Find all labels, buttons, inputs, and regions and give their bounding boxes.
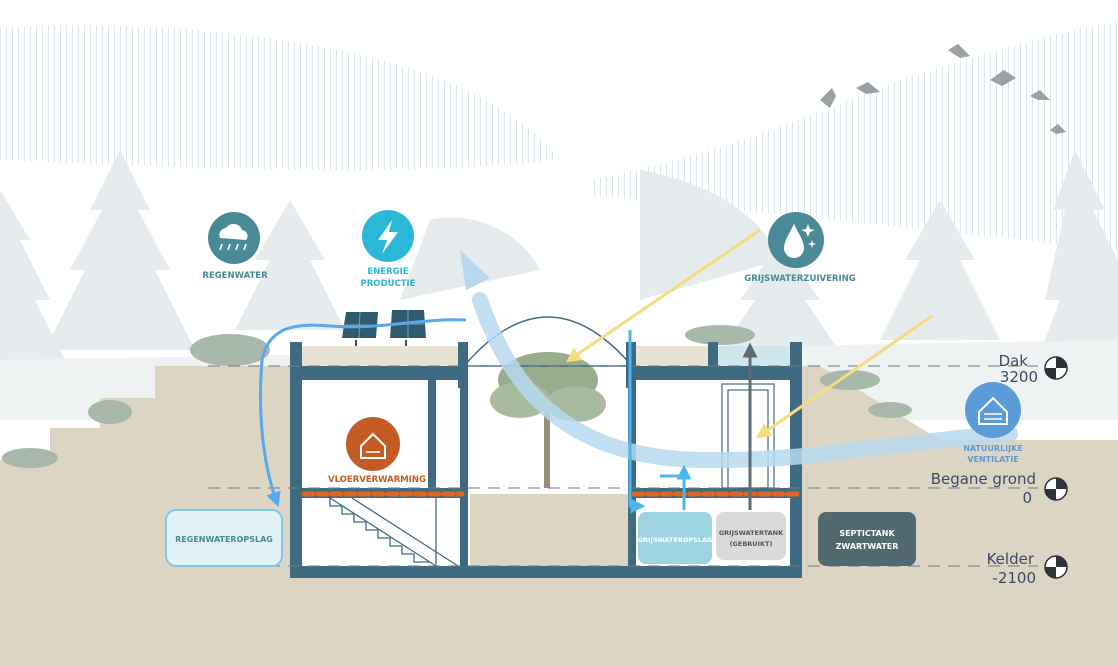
level-ground-value: 0 — [1022, 489, 1032, 507]
rainwater-storage-tank — [165, 509, 283, 567]
level-datum-icon — [1044, 477, 1068, 501]
natural-ventilation-label-line2: VENTILATIE — [967, 455, 1018, 464]
greywater-flow-arrows — [628, 330, 758, 514]
courtyard-foundation — [470, 494, 630, 566]
water-drop-icon — [768, 212, 824, 268]
septic-tank — [818, 512, 916, 566]
greywater-purification-label: GRIJSWATERZUIVERING — [744, 274, 855, 284]
natural-ventilation-label-line1: NATUURLIJKE — [963, 444, 1023, 453]
courtyard-dome — [463, 316, 633, 367]
greywater-storage-label: GRIJSWATEROPSLAG — [638, 536, 713, 544]
level-basement-name: Kelder — [987, 550, 1035, 568]
septic-tank-label-line2: ZWARTWATER — [836, 542, 899, 551]
septic-tank-label-line1: SEPTICTANK — [839, 529, 895, 538]
ventilation-airflow-arrow — [460, 250, 1018, 469]
house-heating-icon — [346, 417, 400, 471]
sky-hatch — [0, 22, 1118, 250]
birds — [820, 44, 1066, 134]
house-airflow-icon — [965, 382, 1021, 438]
basement-stairs — [329, 497, 459, 567]
rainwater-storage-label: REGENWATEROPSLAG — [175, 535, 273, 544]
greywater-tank-label-line1: GRIJSWATERTANK — [719, 529, 784, 537]
floor-heating-label: VLOERVERWARMING — [328, 475, 426, 485]
greywater-storage-tank — [638, 512, 712, 564]
greywater-tank-label-line2: (GEBRUIKT) — [730, 540, 773, 548]
level-ground-name: Begane grond — [931, 470, 1036, 488]
level-roof-name: Dak — [999, 352, 1029, 370]
level-basement-value: -2100 — [992, 569, 1036, 587]
greywater-used-tank — [716, 512, 786, 560]
energy-label-line2: PRODUCTIE — [361, 279, 416, 289]
rain-cloud-icon — [208, 212, 260, 264]
level-roof-value: 3200 — [1000, 368, 1038, 386]
level-datum-icon — [1044, 555, 1068, 579]
sunlight-arrows — [565, 228, 933, 439]
energy-label-line1: ENERGIE — [367, 267, 408, 277]
lightning-bolt-icon — [362, 210, 414, 262]
rainwater-label: REGENWATER — [202, 271, 268, 281]
rainwater-flow-arrow — [259, 318, 467, 508]
level-datum-icon — [1044, 356, 1068, 380]
